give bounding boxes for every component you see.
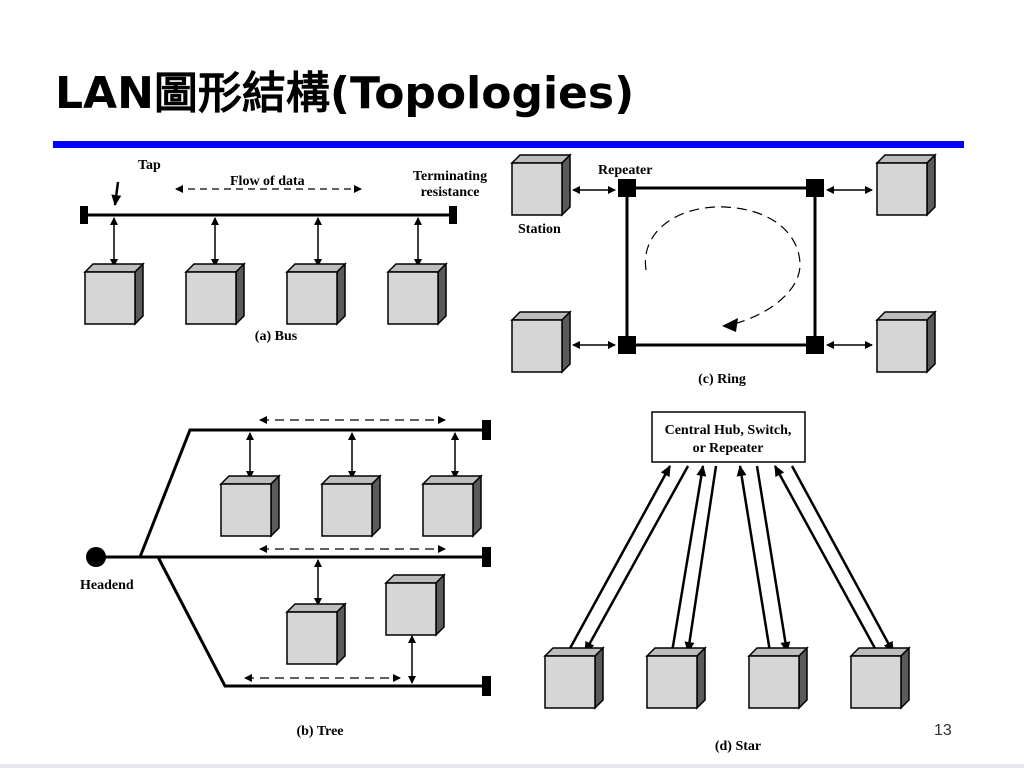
tree-terminator bbox=[482, 676, 491, 696]
star-downlink bbox=[684, 465, 718, 653]
bus-caption: (a) Bus bbox=[255, 329, 298, 344]
ring-station bbox=[511, 311, 571, 373]
hub-label-2: or Repeater bbox=[693, 441, 764, 456]
repeater-node bbox=[806, 179, 824, 197]
star-downlink bbox=[790, 465, 895, 653]
ring-loop bbox=[625, 186, 817, 347]
flow-label: Flow of data bbox=[230, 174, 305, 189]
ring-station bbox=[511, 154, 571, 216]
ring-topology: Repeater Station (c) Ring bbox=[511, 154, 936, 387]
bus-station bbox=[185, 263, 245, 325]
bus-topology: Tap Flow of data Terminating resistance … bbox=[80, 158, 487, 344]
title-underline bbox=[53, 141, 964, 148]
title-latin: LAN bbox=[55, 68, 154, 119]
bus-station bbox=[286, 263, 346, 325]
tree-terminator bbox=[482, 420, 491, 440]
tree-station bbox=[385, 574, 445, 636]
tree-terminator bbox=[482, 547, 491, 567]
bus-station bbox=[84, 263, 144, 325]
bus-terminator-left bbox=[80, 206, 88, 224]
ring-flow-arrowhead bbox=[722, 318, 738, 332]
repeater-node bbox=[806, 336, 824, 354]
tree-topology: Headend (b) Tree bbox=[80, 416, 491, 739]
ring-station bbox=[876, 154, 936, 216]
terminating-label-2: resistance bbox=[421, 185, 480, 200]
star-caption: (d) Star bbox=[715, 739, 761, 754]
star-station bbox=[646, 647, 706, 709]
bus-station bbox=[387, 263, 447, 325]
star-topology: Central Hub, Switch, or Repeater (d) Sta… bbox=[544, 411, 910, 754]
star-station bbox=[544, 647, 604, 709]
station-label: Station bbox=[518, 222, 561, 237]
tree-branch-top bbox=[138, 428, 488, 558]
tree-branch-bottom bbox=[156, 556, 488, 688]
bus-terminator-right bbox=[449, 206, 457, 224]
ring-station bbox=[876, 311, 936, 373]
central-hub-box bbox=[651, 411, 806, 463]
star-uplink bbox=[566, 465, 672, 653]
star-uplink bbox=[670, 465, 707, 653]
bottom-divider bbox=[0, 764, 1024, 768]
tree-station bbox=[321, 475, 381, 537]
tap-arrow bbox=[111, 181, 122, 206]
star-uplink bbox=[773, 465, 879, 653]
star-station bbox=[850, 647, 910, 709]
ring-flow-path bbox=[644, 206, 801, 326]
title-cjk: 圖形結構 bbox=[153, 68, 330, 119]
star-downlink bbox=[755, 465, 791, 653]
page-number: 13 bbox=[934, 722, 952, 739]
tree-caption: (b) Tree bbox=[296, 724, 343, 739]
ring-caption: (c) Ring bbox=[698, 372, 746, 387]
title-paren: (Topologies) bbox=[329, 68, 635, 119]
terminating-label-1: Terminating bbox=[413, 169, 487, 184]
tree-station bbox=[286, 603, 346, 665]
repeater-node bbox=[618, 179, 636, 197]
tree-station bbox=[422, 475, 482, 537]
hub-label-1: Central Hub, Switch, bbox=[665, 423, 792, 438]
star-uplink bbox=[736, 465, 772, 653]
tap-label: Tap bbox=[138, 158, 161, 173]
star-station bbox=[748, 647, 808, 709]
slide-title: LAN圖形結構(Topologies) bbox=[55, 72, 634, 116]
repeater-label: Repeater bbox=[598, 163, 652, 178]
headend-label: Headend bbox=[80, 578, 134, 593]
headend-node bbox=[86, 547, 106, 567]
tree-station bbox=[220, 475, 280, 537]
repeater-node bbox=[618, 336, 636, 354]
star-downlink bbox=[583, 465, 690, 653]
